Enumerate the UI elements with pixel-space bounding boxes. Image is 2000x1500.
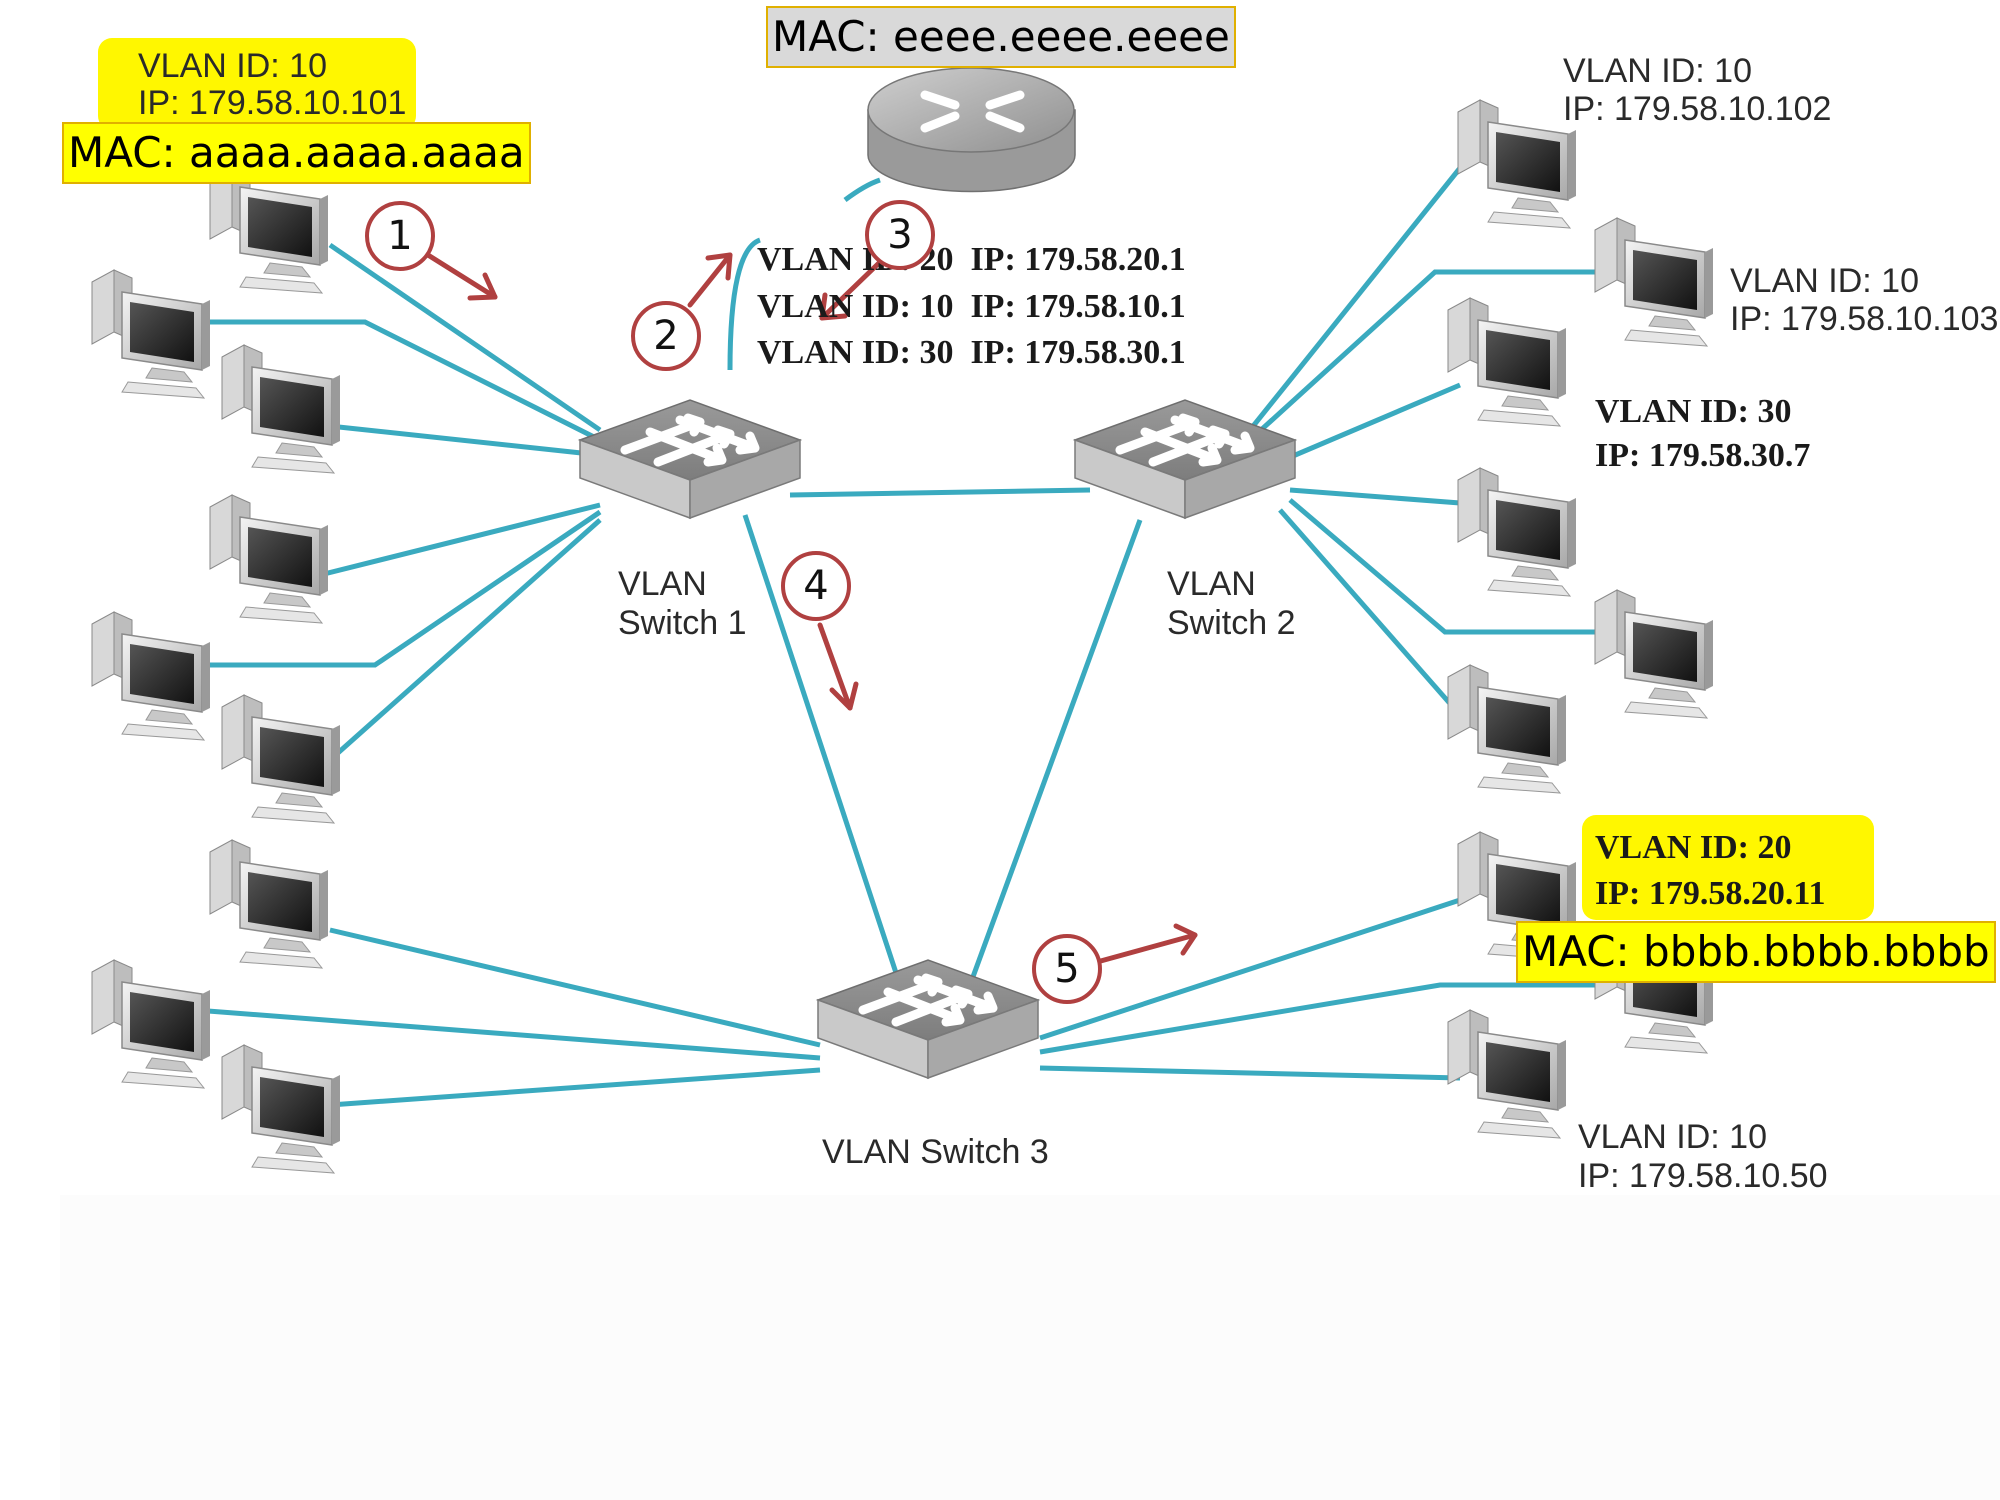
pc-icon	[1457, 467, 1577, 597]
network-links	[194, 166, 1600, 1108]
router-interface-vlan10: VLAN ID: 10 IP: 179.58.10.1	[757, 288, 1186, 325]
arrow-5	[1094, 932, 1198, 965]
host-r9-ip: IP: 179.58.10.50	[1578, 1157, 1828, 1195]
pc-icon	[91, 959, 211, 1089]
step-badge-5: 5	[1032, 934, 1102, 1004]
host-b-mac-label: MAC: bbbb.bbbb.bbbb	[1516, 921, 1996, 983]
host-r1-ip: IP: 179.58.10.102	[1563, 90, 1832, 128]
pc-icon	[221, 694, 341, 824]
host-r9-vlan: VLAN ID: 10	[1578, 1118, 1767, 1156]
pc-icon	[1594, 217, 1714, 347]
highlight-bottom-right	[1582, 815, 1874, 920]
host-a-mac-label: MAC: aaaa.aaaa.aaaa	[62, 122, 531, 184]
host-a-ip: IP: 179.58.10.101	[138, 84, 407, 122]
host-r1-vlan: VLAN ID: 10	[1563, 52, 1752, 90]
pc-icon	[1447, 1009, 1567, 1139]
switch-2-label-line2: Switch 2	[1167, 604, 1296, 642]
pc-icon	[1447, 297, 1567, 427]
switch-1-label-line2: Switch 1	[618, 604, 747, 642]
host-b-ip: IP: 179.58.20.11	[1595, 875, 1826, 912]
router-interface-vlan30: VLAN ID: 30 IP: 179.58.30.1	[757, 334, 1186, 371]
pc-icon	[209, 839, 329, 969]
pc-icon	[209, 164, 329, 294]
pc-icon	[221, 1044, 341, 1174]
step-badge-4: 4	[781, 551, 851, 621]
host-r2-vlan: VLAN ID: 10	[1730, 262, 1919, 300]
step-arrows	[425, 252, 1198, 965]
blank-area	[60, 1195, 2000, 1500]
pc-icon	[1594, 589, 1714, 719]
host-r2-ip: IP: 179.58.10.103	[1730, 300, 1999, 338]
arrow-1	[425, 252, 498, 300]
switch-2-label-line1: VLAN	[1167, 565, 1256, 603]
arrow-4	[817, 622, 853, 711]
pc-icon	[91, 269, 211, 399]
arrow-2	[687, 252, 733, 308]
arrow-3	[819, 259, 883, 321]
switch-3-label: VLAN Switch 3	[822, 1133, 1049, 1171]
router-interface-vlan20: VLAN ID: 20 IP: 179.58.20.1	[757, 241, 1186, 278]
switch-1-icon	[580, 400, 800, 518]
pc-icon	[91, 611, 211, 741]
switch-1-label-line1: VLAN	[618, 565, 707, 603]
router-mac-label: MAC: eeee.eeee.eeee	[766, 6, 1236, 68]
switch-3-icon	[818, 960, 1038, 1078]
step-badge-1: 1	[365, 201, 435, 271]
host-r3-ip: IP: 179.58.30.7	[1595, 437, 1811, 474]
pc-icon	[1457, 99, 1577, 229]
pc-icon	[1447, 664, 1567, 794]
host-r3-vlan: VLAN ID: 30	[1595, 393, 1792, 430]
pc-icon	[221, 344, 341, 474]
step-badge-3: 3	[865, 200, 935, 270]
host-b-vlan: VLAN ID: 20	[1595, 829, 1792, 866]
pc-icon	[209, 494, 329, 624]
highlight-top-left	[98, 38, 416, 130]
host-a-vlan: VLAN ID: 10	[138, 47, 327, 85]
step-badge-2: 2	[631, 301, 701, 371]
router-icon	[867, 67, 1076, 193]
